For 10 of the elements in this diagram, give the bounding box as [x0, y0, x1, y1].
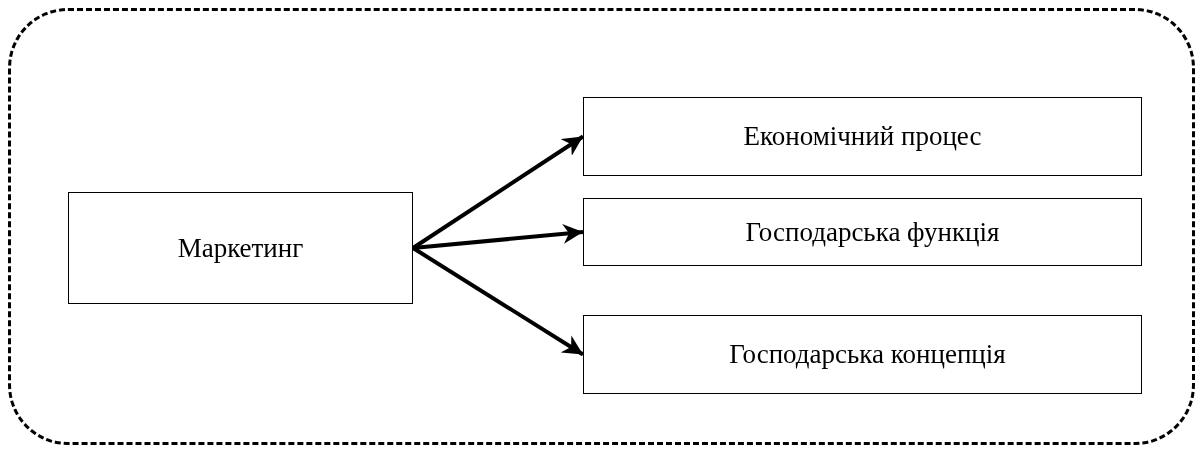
dashed-frame: [8, 8, 1195, 445]
process-box: [583, 198, 1142, 266]
box-label: Господарська функція: [745, 216, 1000, 248]
process-box: [583, 97, 1142, 176]
box-label: Маркетинг: [177, 232, 304, 264]
process-box: [68, 192, 413, 304]
process-box: [583, 315, 1142, 394]
box-label: Господарська концепція: [729, 339, 1006, 370]
arrow: [411, 246, 585, 357]
box-label: Економічний процес: [743, 121, 982, 152]
